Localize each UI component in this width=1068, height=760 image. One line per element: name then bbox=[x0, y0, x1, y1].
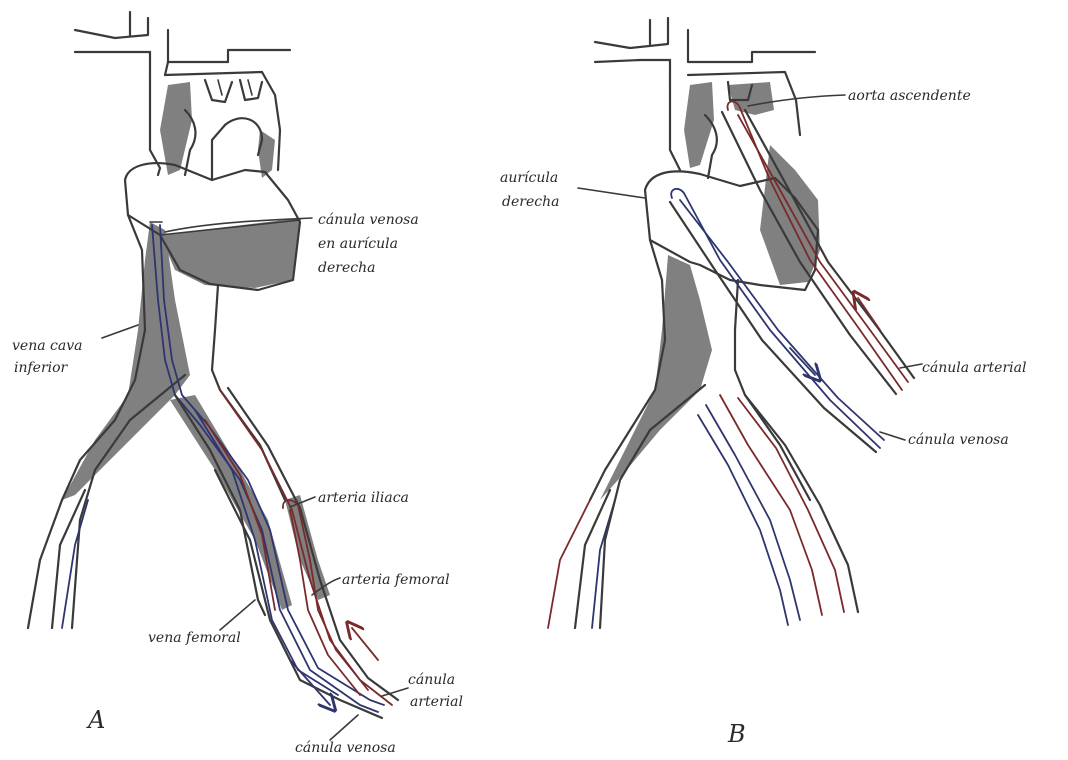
panel-b: aorta ascendente aurícula derecha cánula… bbox=[500, 18, 1026, 748]
label-ivc-line1: vena cava bbox=[12, 338, 82, 354]
label-femoral-artery: arteria femoral bbox=[342, 572, 450, 588]
label-arterial-cannula-line2: arterial bbox=[410, 694, 463, 710]
label-right-atrium-line1: aurícula bbox=[500, 170, 558, 186]
label-arterial-cannula-line1: cánula bbox=[408, 672, 455, 688]
svc-shading-b bbox=[684, 82, 714, 168]
label-venous-cannula-b: cánula venosa bbox=[908, 432, 1009, 448]
label-ivc-line2: inferior bbox=[14, 360, 69, 376]
label-venous-cannula-ra-line1: cánula venosa bbox=[318, 212, 419, 228]
label-right-atrium-line2: derecha bbox=[502, 194, 559, 210]
panel-b-letter: B bbox=[727, 720, 746, 748]
label-venous-cannula-a: cánula venosa bbox=[295, 740, 396, 756]
panel-a-letter: A bbox=[86, 706, 105, 734]
label-ascending-aorta: aorta ascendente bbox=[848, 88, 971, 104]
label-venous-cannula-ra-line3: derecha bbox=[318, 260, 375, 276]
panel-a: cánula venosa en aurícula derecha vena c… bbox=[12, 12, 463, 756]
label-femoral-vein: vena femoral bbox=[148, 630, 241, 646]
label-iliac-artery: arteria iliaca bbox=[318, 490, 409, 506]
label-arterial-cannula-b: cánula arterial bbox=[922, 360, 1026, 376]
ventricle-shading-b bbox=[760, 145, 820, 285]
label-venous-cannula-ra-line2: en aurícula bbox=[318, 236, 398, 252]
ivc-shading-b bbox=[600, 255, 712, 500]
